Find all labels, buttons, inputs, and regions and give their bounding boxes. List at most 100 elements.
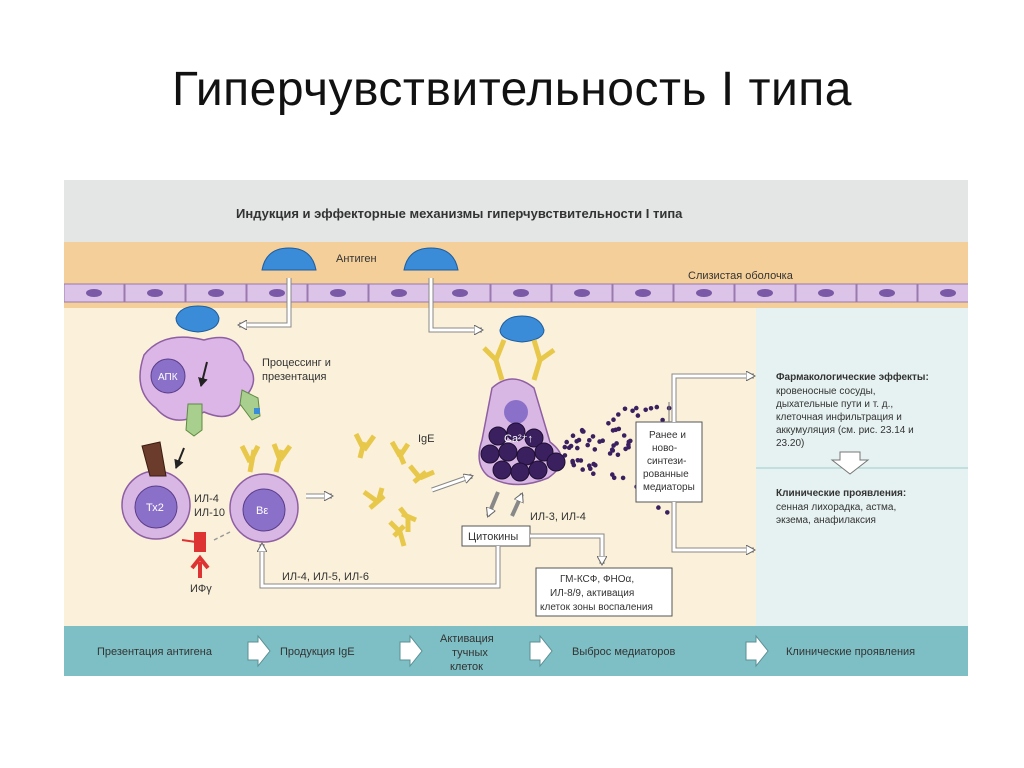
mediator-dot bbox=[587, 463, 592, 469]
mediator-dot bbox=[590, 434, 596, 439]
mediator-dot bbox=[648, 406, 654, 411]
mediator-dot bbox=[621, 433, 627, 438]
granule bbox=[516, 446, 536, 466]
il4-5-6-label: ИЛ-4, ИЛ-5, ИЛ-6 bbox=[282, 571, 369, 583]
mediator-dot bbox=[562, 444, 568, 450]
pharm-line-3: клеточная инфильтрация и bbox=[776, 411, 902, 423]
mediator-dot bbox=[611, 475, 617, 481]
ige-molecules bbox=[353, 432, 435, 547]
mediator-dot bbox=[628, 438, 633, 444]
mediator-dot bbox=[570, 433, 576, 438]
granule bbox=[480, 444, 500, 464]
mucosa-label: Слизистая оболочка bbox=[688, 270, 794, 282]
granule bbox=[546, 452, 566, 472]
mediator-dot bbox=[580, 467, 585, 472]
ifn-block bbox=[181, 531, 231, 578]
mediator-dot bbox=[575, 445, 580, 451]
gm-line-1: ГМ-КСФ, ФНОα, bbox=[560, 574, 634, 585]
apc-cell bbox=[139, 305, 261, 437]
hypersensitivity-diagram: Индукция и эффекторные механизмы гиперчу… bbox=[63, 180, 979, 680]
mediator-dot bbox=[609, 447, 615, 453]
mediator-dot bbox=[616, 412, 621, 417]
mediator-dot bbox=[606, 421, 611, 426]
cytokines-box bbox=[461, 491, 531, 547]
granule bbox=[528, 460, 548, 480]
mediators-box bbox=[635, 402, 703, 503]
mediator-dot bbox=[576, 437, 582, 443]
pharm-line-2: дыхательные пути и т. д., bbox=[776, 399, 893, 410]
il4-label: ИЛ-4 bbox=[194, 493, 219, 505]
mediator-dot bbox=[614, 441, 619, 446]
right-panel-bg bbox=[756, 308, 968, 626]
antigen-label: Антиген bbox=[336, 253, 377, 265]
mediator-dot bbox=[626, 444, 631, 450]
il3-il4-label: ИЛ-3, ИЛ-4 bbox=[530, 511, 586, 523]
mediators-line-5: медиаторы bbox=[643, 482, 695, 493]
presentation-label: презентация bbox=[262, 371, 327, 383]
stage-5: Клинические проявления bbox=[786, 646, 915, 658]
processing-label: Процессинг и bbox=[262, 357, 331, 369]
mediators-line-2: ново- bbox=[652, 443, 677, 454]
stage-arrow-icon bbox=[399, 634, 423, 668]
antigen-icon bbox=[261, 247, 317, 271]
mediator-dot bbox=[643, 407, 648, 413]
il10-label: ИЛ-10 bbox=[194, 507, 225, 519]
mediator-dot bbox=[562, 453, 568, 458]
mediator-dot bbox=[571, 462, 577, 468]
b-cell-label: Bε bbox=[256, 505, 268, 517]
epithelial-layer bbox=[63, 283, 979, 303]
granule bbox=[506, 422, 526, 442]
slide-title: Гиперчувствительность I типа bbox=[172, 63, 852, 116]
mediator-dot bbox=[615, 452, 621, 458]
mediator-dot bbox=[579, 427, 585, 433]
granule bbox=[524, 428, 544, 448]
th2-label: Тх2 bbox=[146, 502, 164, 514]
mediator-dot bbox=[635, 413, 641, 418]
mediator-dot bbox=[654, 404, 660, 410]
mediator-dot bbox=[622, 406, 628, 412]
clin-title: Клинические проявления: bbox=[776, 488, 906, 499]
mediator-dot bbox=[665, 510, 670, 515]
diagram-header-bg bbox=[64, 180, 968, 242]
mediator-dot bbox=[656, 505, 661, 510]
stage-arrow-icon bbox=[247, 634, 271, 668]
ifn-label: ИФγ bbox=[190, 583, 212, 595]
mediator-dot bbox=[634, 405, 639, 411]
mediator-dot bbox=[564, 439, 569, 445]
diagram-header: Индукция и эффекторные механизмы гиперчу… bbox=[236, 206, 683, 221]
th2-cell bbox=[121, 441, 191, 540]
mediator-dot bbox=[568, 443, 574, 449]
clin-line-1: сенная лихорадка, астма, bbox=[776, 502, 896, 513]
mediator-dot bbox=[620, 475, 626, 481]
gm-line-3: клеток зоны воспаления bbox=[540, 602, 653, 613]
mediator-dot bbox=[607, 451, 613, 456]
clin-line-2: экзема, анафилаксия bbox=[776, 514, 876, 526]
cytokines-label: Цитокины bbox=[468, 531, 518, 543]
mediator-dot bbox=[613, 427, 619, 433]
stage-arrow-icon bbox=[529, 634, 553, 668]
mediator-dot bbox=[660, 417, 665, 423]
stage-4: Выброс медиаторов bbox=[572, 646, 675, 658]
mediators-line-3: синтези- bbox=[647, 456, 686, 467]
granule bbox=[498, 442, 518, 462]
calcium-label: Ca²⁺↑ bbox=[504, 433, 533, 445]
mediators-line-1: Ранее и bbox=[649, 430, 686, 441]
stage-3-line-2: тучных bbox=[452, 647, 488, 659]
gm-line-2: ИЛ-8/9, активация bbox=[550, 588, 634, 599]
mediator-dot bbox=[587, 438, 592, 443]
antigen-icon bbox=[403, 247, 459, 271]
apc-label: АПК bbox=[158, 372, 178, 383]
ige-label: IgE bbox=[418, 433, 435, 445]
gm-box bbox=[535, 567, 673, 617]
stage-arrow-icon bbox=[745, 634, 769, 668]
mediator-dot bbox=[591, 471, 596, 477]
stage-2: Продукция IgE bbox=[280, 646, 355, 658]
pharm-line-4: аккумуляция (см. рис. 23.14 и bbox=[776, 425, 914, 436]
mediator-dot bbox=[592, 447, 598, 452]
stage-1: Презентация антигена bbox=[97, 646, 213, 658]
mediator-dot bbox=[611, 417, 616, 422]
granule bbox=[488, 426, 508, 446]
stage-bar bbox=[64, 626, 968, 676]
mediator-dot bbox=[597, 439, 602, 444]
stage-3-line-1: Активация bbox=[440, 633, 494, 645]
